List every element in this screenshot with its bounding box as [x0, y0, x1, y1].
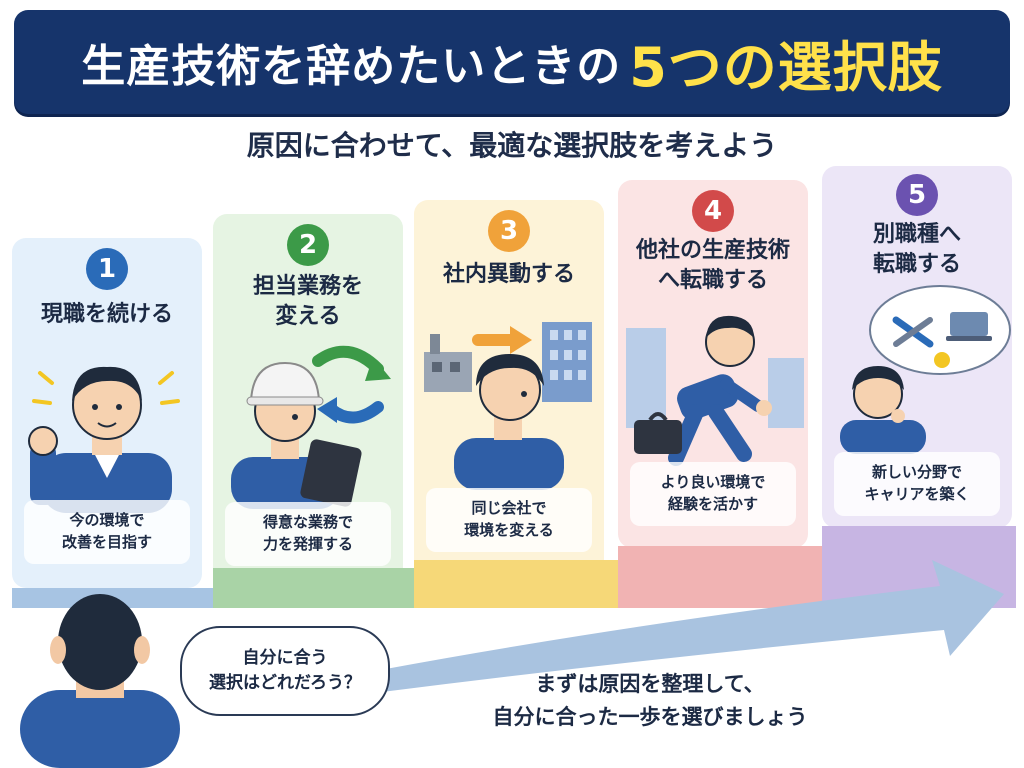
step-number-2: 2 — [287, 224, 329, 266]
title-main: 生産技術を辞めたいときの — [81, 41, 622, 92]
step-desc-1: 今の環境で改善を目指す — [24, 500, 190, 564]
step-number-4: 4 — [692, 190, 734, 232]
step-number-1: 1 — [86, 248, 128, 290]
step-card-2: 2 担当業務を変える 得意な業務で力を発揮する — [213, 214, 403, 588]
step-desc-4: より良い環境で経験を活かす — [630, 462, 796, 526]
title-highlight: 5つの選択肢 — [629, 35, 943, 99]
step-desc-5: 新しい分野でキャリアを築く — [834, 452, 1000, 516]
stair-strip-3 — [414, 560, 618, 608]
step-number-3: 3 — [488, 210, 530, 252]
title-banner: 生産技術を辞めたいときの 5つの選択肢 — [14, 10, 1010, 114]
step-title-2: 担当業務を変える — [252, 274, 363, 329]
thinking-worker-illustration — [840, 285, 1011, 454]
step-title-5: 別職種へ転職する — [872, 222, 961, 277]
subtitle: 原因に合わせて、最適な選択肢を考えよう — [246, 129, 778, 162]
worker-fist-illustration — [28, 366, 180, 513]
step-title-1: 現職を続ける — [40, 302, 173, 327]
step-title-3: 社内異動する — [442, 262, 575, 287]
closing-message: まずは原因を整理して、自分に合った一歩を選びましょう — [492, 672, 808, 729]
step-title-4: 他社の生産技術へ転職する — [635, 238, 790, 293]
step-card-3: 3 社内異動する 同じ会社で環境を変える — [414, 200, 604, 588]
stair-strip-4 — [618, 546, 822, 608]
step-desc-2: 得意な業務で力を発揮する — [225, 502, 391, 566]
running-worker-illustration — [626, 315, 804, 466]
stair-strip-2 — [213, 568, 414, 608]
worker-tablet-illustration — [231, 345, 391, 509]
step-card-1: 1 現職を続ける 今の環境で改善を目指す — [12, 238, 202, 588]
step-card-5: 5 別職種へ転職する 新しい分野でキャリアを築く — [822, 166, 1012, 528]
transfer-illustration — [424, 322, 592, 490]
thought-bubble: 自分に合う選択はどれだろう？ — [180, 626, 390, 716]
step-number-5: 5 — [896, 174, 938, 216]
person-from-behind — [20, 594, 180, 768]
step-card-4: 4 他社の生産技術へ転職する より良い環境で経験を活かす — [618, 180, 808, 548]
step-desc-3: 同じ会社で環境を変える — [426, 488, 592, 552]
